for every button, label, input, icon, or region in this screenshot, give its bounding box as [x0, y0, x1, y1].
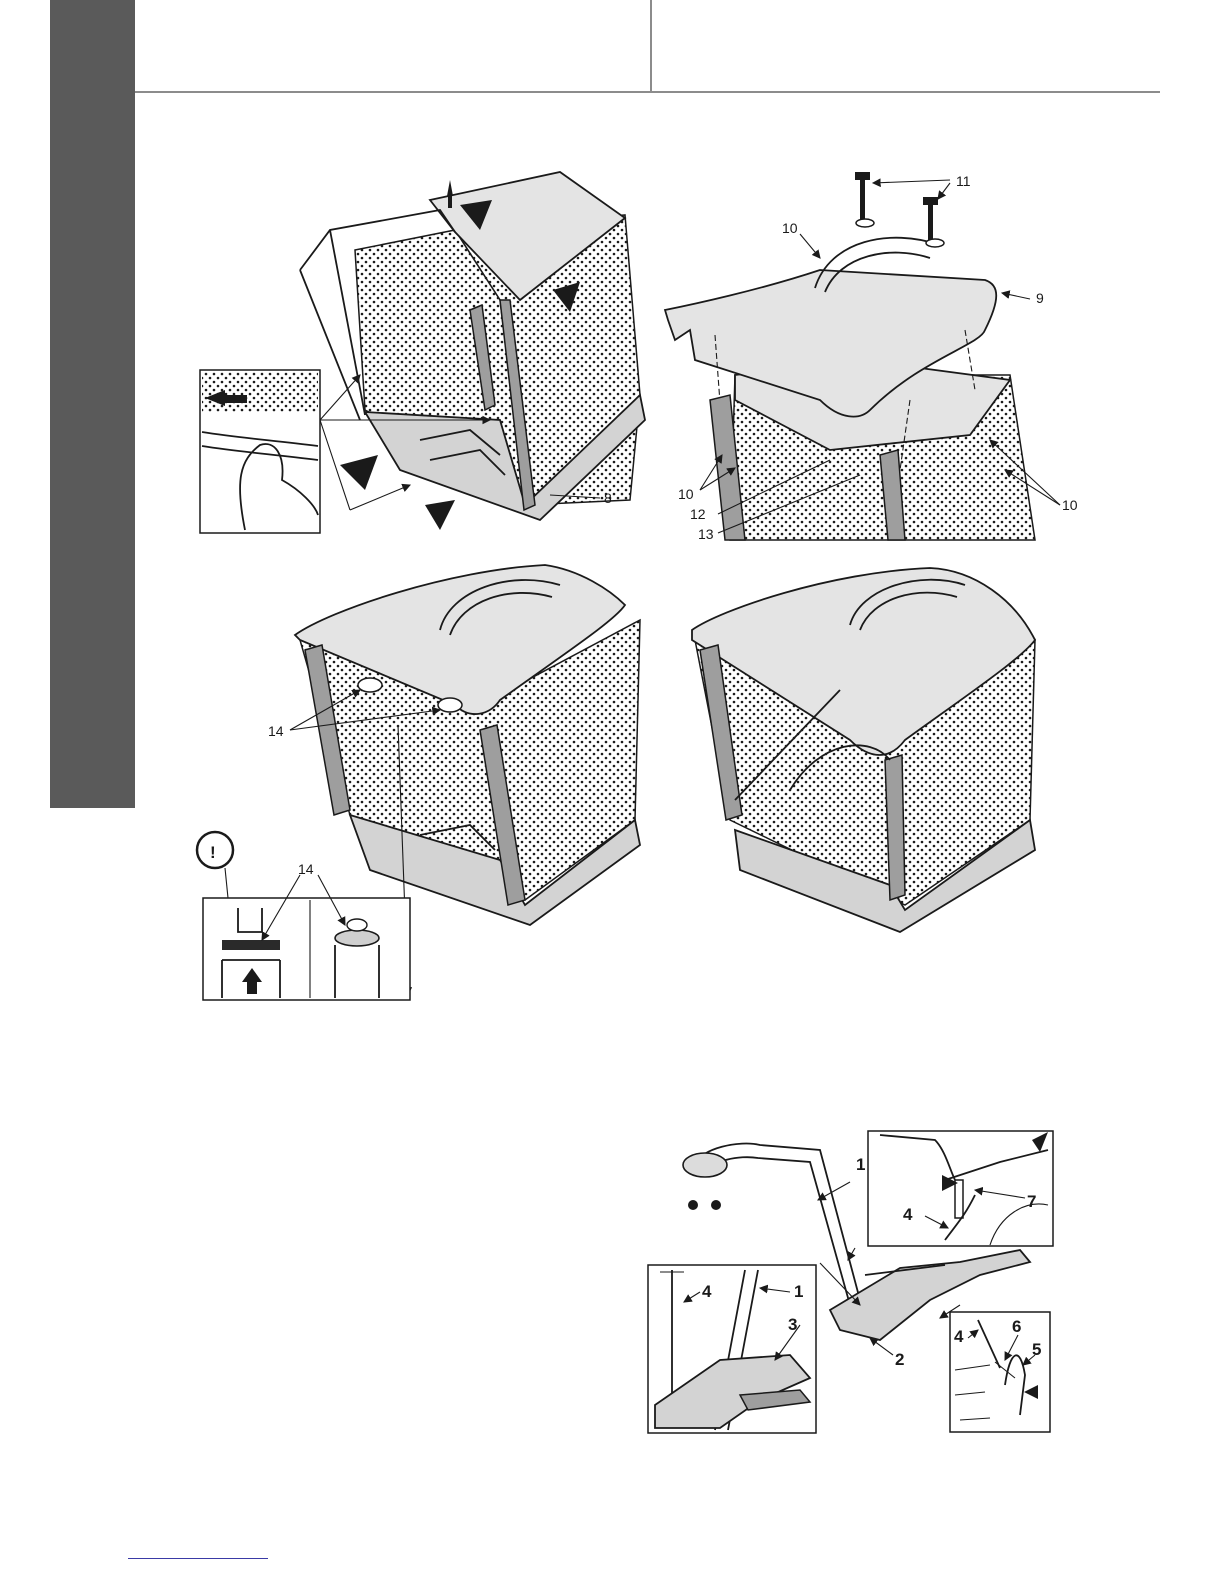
callout-detail-grommet: 14 — [298, 861, 314, 877]
callout-spring-b: 4 — [702, 1282, 712, 1301]
warning-symbol: ! — [210, 843, 216, 862]
figure-completed-bag — [692, 568, 1035, 932]
grommet-1 — [358, 678, 382, 692]
callout-clips-left: 10 — [678, 486, 694, 502]
handle-grip — [683, 1153, 727, 1177]
figure-grommets: 14 ! 14 — [197, 565, 640, 1000]
arrow-up-small — [447, 180, 453, 196]
grommet-2 — [438, 698, 462, 712]
callout-clip: 6 — [1012, 1317, 1021, 1336]
callout-bracket: 3 — [788, 1315, 797, 1334]
inset-grommet-flat — [222, 940, 280, 950]
push-arrow-bottom — [425, 500, 455, 530]
callout-pin: 5 — [1032, 1340, 1041, 1359]
callout-rod: 7 — [1027, 1192, 1036, 1211]
callout-13: 13 — [698, 526, 714, 542]
callout-handle-bar: 1 — [856, 1155, 865, 1174]
bolt-1 — [860, 175, 865, 220]
figure-lid-assembly: 11 10 9 10 10 12 13 — [665, 172, 1078, 542]
inset-pin-clip — [950, 1312, 1050, 1432]
callout-12: 12 — [690, 506, 706, 522]
callout-grommets: 14 — [268, 723, 284, 739]
bolt-2 — [928, 200, 933, 240]
callout-lid: 9 — [1036, 290, 1044, 306]
callout-handle-bar-detail: 1 — [794, 1282, 803, 1301]
callout-deflector: 2 — [895, 1350, 904, 1369]
inset-grommet-3d — [335, 930, 379, 946]
callout-bolts: 11 — [956, 173, 971, 189]
callout-clips-right: 10 — [1062, 497, 1078, 513]
callout-spring-c: 4 — [954, 1327, 964, 1346]
figure-frame-insertion: 8 — [200, 172, 645, 533]
callout-spring-a: 4 — [903, 1205, 913, 1224]
inset-chain — [955, 1180, 963, 1218]
callout-handle: 10 — [782, 220, 798, 236]
push-arrow-left — [340, 455, 378, 490]
callout-bag: 8 — [604, 490, 612, 506]
figure-handle-deflector: 1 2 7 4 4 1 3 — [648, 1131, 1053, 1433]
